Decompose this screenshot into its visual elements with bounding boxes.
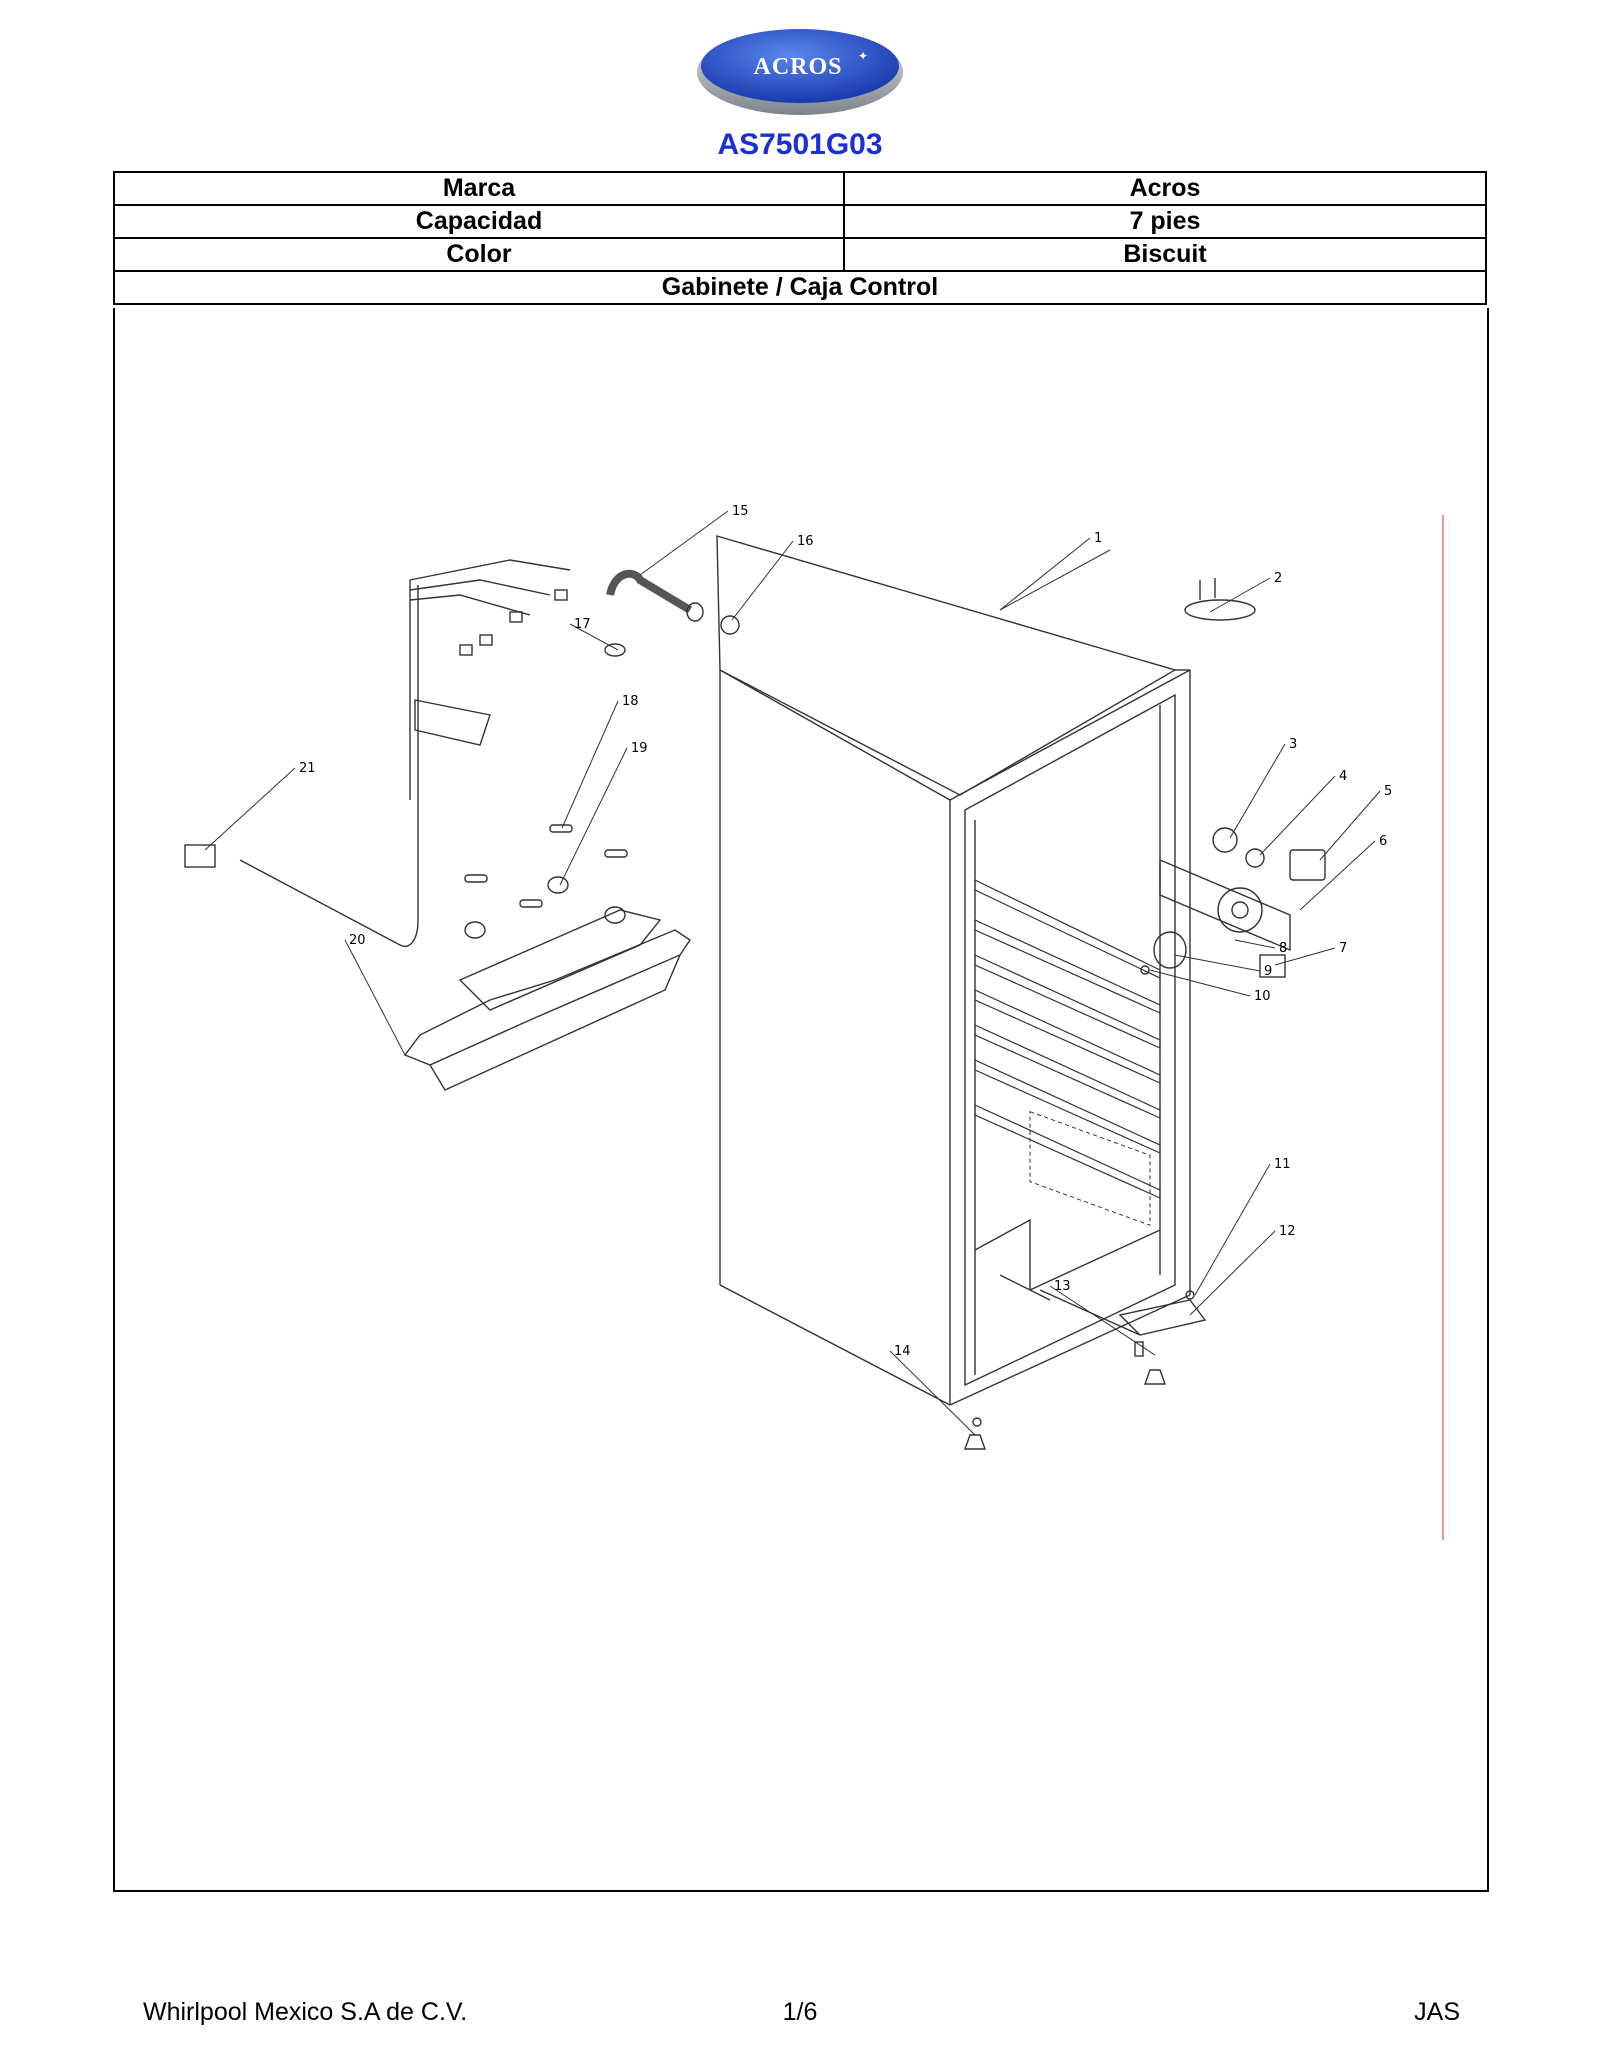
callout-number: 9 — [1264, 964, 1272, 979]
callout-leader — [559, 747, 628, 886]
callout-leader — [204, 767, 296, 851]
callout-leader — [1234, 939, 1276, 949]
spec-label: Color — [113, 237, 845, 272]
callout-number: 15 — [732, 504, 749, 519]
callout-leader — [1274, 947, 1336, 966]
spec-row: Capacidad 7 pies — [113, 204, 1487, 239]
callout-leader — [1049, 1285, 1156, 1356]
spec-label: Marca — [113, 171, 845, 206]
callout-leader — [1259, 775, 1336, 856]
callout-number: 6 — [1379, 834, 1387, 849]
callout-leader — [561, 700, 619, 829]
callout-number: 20 — [349, 933, 366, 948]
callout-number: 3 — [1289, 737, 1297, 752]
callout-number: 5 — [1384, 784, 1392, 799]
callout-leader — [731, 540, 794, 621]
callout-leader — [1194, 1163, 1271, 1296]
callout-number: 12 — [1279, 1224, 1296, 1239]
svg-text:✦: ✦ — [858, 49, 868, 63]
callout-number: 4 — [1339, 769, 1347, 784]
spec-value: Acros — [843, 171, 1487, 206]
spec-value: 7 pies — [843, 204, 1487, 239]
spec-value: Biscuit — [843, 237, 1487, 272]
footer-page-number: 1/6 — [782, 1998, 818, 2026]
exploded-parts-diagram — [184, 515, 1444, 1540]
callout-leader — [569, 623, 619, 651]
callout-number: 13 — [1054, 1279, 1071, 1294]
callout-leader — [1209, 577, 1271, 613]
callout-leader — [999, 537, 1091, 611]
callout-leader — [344, 939, 406, 1056]
callout-number: 16 — [797, 534, 814, 549]
callout-number: 17 — [574, 617, 591, 632]
spec-row: Color Biscuit — [113, 237, 1487, 272]
callout-number: 10 — [1254, 989, 1271, 1004]
acros-logo: ACROS ✦ — [697, 29, 903, 115]
callout-number: 1 — [1094, 531, 1102, 546]
model-number: AS7501G03 — [717, 128, 883, 161]
callout-leader — [1149, 969, 1251, 997]
callout-leader — [1174, 954, 1261, 972]
callout-number: 2 — [1274, 571, 1282, 586]
callout-number: 19 — [631, 741, 648, 756]
callout-number: 21 — [299, 761, 316, 776]
callout-leader — [889, 1350, 976, 1436]
footer-company: Whirlpool Mexico S.A de C.V. — [143, 1998, 468, 2026]
callout-leader — [1189, 1230, 1276, 1316]
spec-label: Capacidad — [113, 204, 845, 239]
callout-number: 11 — [1274, 1157, 1291, 1172]
spec-table: Marca Acros Capacidad 7 pies Color Biscu… — [113, 171, 1487, 305]
callout-number: 14 — [894, 1344, 911, 1359]
callout-leader — [1229, 743, 1286, 839]
callout-leader — [1299, 840, 1376, 911]
callout-number: 18 — [622, 694, 639, 709]
callout-leader — [1319, 790, 1381, 861]
callout-leader — [639, 510, 729, 576]
callout-number: 7 — [1339, 941, 1347, 956]
section-row: Gabinete / Caja Control — [113, 270, 1487, 305]
callout-number: 8 — [1279, 941, 1287, 956]
spec-row: Marca Acros — [113, 171, 1487, 206]
diagram-frame — [113, 308, 1489, 1892]
section-title: Gabinete / Caja Control — [113, 270, 1487, 305]
logo-text: ACROS — [753, 54, 842, 80]
footer-initials: JAS — [1414, 1998, 1460, 2026]
